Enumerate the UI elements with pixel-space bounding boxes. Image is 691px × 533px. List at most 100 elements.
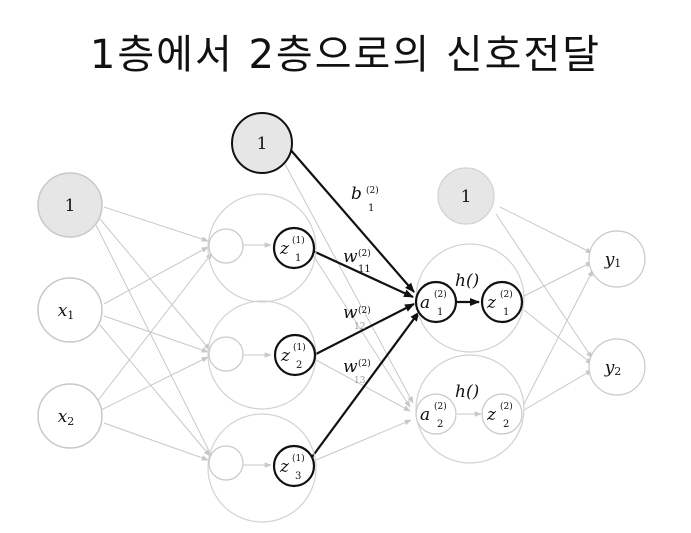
hidden-node-1: z (1) 1 — [207, 193, 317, 303]
z-sup: (1) — [292, 453, 305, 464]
weight-label-w11: w (2) 11 — [343, 247, 371, 275]
svg-text:(2): (2) — [366, 185, 379, 196]
inactive-edges — [95, 163, 594, 468]
z-sup: (2) — [500, 289, 513, 300]
edge-l0-x1-n2 — [103, 315, 209, 353]
x1-sub: 1 — [67, 309, 74, 322]
z-label: z — [279, 457, 290, 477]
a-label: a — [420, 405, 430, 425]
svg-text:w: w — [343, 303, 358, 323]
y2-base: y — [604, 358, 615, 378]
edge-bias-to-a1 — [288, 147, 415, 293]
a-sub: 2 — [437, 419, 443, 430]
a-node — [414, 280, 458, 324]
edge-z22-y1 — [523, 269, 594, 405]
z-node — [273, 333, 317, 377]
edge-l0-x1-n3 — [99, 324, 211, 457]
hidden-node-2: z (1) 2 — [207, 300, 317, 410]
svg-text:y1: y1 — [604, 250, 622, 270]
edge-l0-x2-n2 — [100, 356, 209, 411]
z-label: z — [486, 293, 497, 313]
y2-sub: 2 — [614, 365, 621, 378]
z-label: z — [280, 346, 291, 366]
bias-node-layer1: 1 — [231, 112, 293, 174]
weight-labels: b (2) 1 w (2) 11 w (2) 12 w (2) 13 — [343, 184, 379, 386]
weight-label-w13: w (2) 13 — [343, 357, 371, 386]
z-sup: (1) — [293, 342, 306, 353]
output-layer: y1 y2 — [588, 230, 646, 396]
input-node-x1: x1 — [37, 277, 103, 343]
edge-z3-to-a2 — [315, 419, 412, 461]
weight-label-w12: w (2) 12 — [343, 303, 371, 332]
hidden-node-3: z (1) 3 — [207, 413, 317, 523]
z-sup: (1) — [292, 235, 305, 246]
z-sub: 2 — [296, 360, 302, 371]
z-label: z — [279, 239, 290, 259]
z-sub: 2 — [503, 419, 509, 430]
edge-z13-to-a1 — [311, 311, 420, 458]
z-node — [272, 444, 316, 488]
svg-text:13: 13 — [354, 376, 366, 386]
svg-text:12: 12 — [354, 322, 365, 332]
bias-label: 1 — [257, 134, 268, 154]
edge-l0-x2-n1 — [95, 252, 213, 404]
edge-l0-x1-n1 — [103, 246, 209, 305]
layer-0: 1 x1 x2 — [37, 172, 103, 449]
svg-text:11: 11 — [358, 264, 371, 275]
edge-z11-to-a1 — [312, 250, 414, 298]
edge-z2-to-a2 — [315, 359, 411, 412]
y1-sub: 1 — [614, 257, 621, 270]
a-sub: 1 — [437, 307, 443, 318]
z-sub: 3 — [295, 471, 301, 482]
z-node — [272, 226, 316, 270]
edge-l0-bias-n3 — [95, 224, 214, 460]
edge-z21-y1 — [523, 261, 593, 297]
x1-base: x — [58, 301, 68, 321]
activation-input-circle — [208, 445, 244, 481]
svg-text:w: w — [343, 247, 358, 267]
svg-text:x1: x1 — [58, 301, 75, 322]
z-sub: 1 — [295, 253, 301, 264]
layer-1: 1 z (1) 1 z (1) 2 — [207, 112, 317, 523]
svg-text:1: 1 — [368, 203, 374, 214]
a-label: a — [420, 293, 430, 313]
bias-node-layer0: 1 — [37, 172, 103, 238]
edge-z22-y2 — [523, 369, 593, 411]
edge-b-to-a2 — [284, 163, 414, 404]
svg-text:w: w — [343, 357, 358, 377]
z-node — [481, 393, 523, 435]
bias-label: 1 — [65, 196, 76, 216]
svg-text:(2): (2) — [358, 358, 371, 369]
active-edges — [288, 147, 480, 458]
edge-l0-x2-n3 — [103, 422, 209, 461]
z-node — [480, 280, 524, 324]
edge-z12-to-a1 — [315, 303, 415, 355]
a-sup: (2) — [434, 289, 447, 300]
svg-text:(2): (2) — [358, 305, 371, 316]
x2-sub: 2 — [67, 415, 74, 428]
z-label: z — [486, 405, 497, 425]
edge-l0-bias-n2 — [99, 218, 211, 351]
svg-text:x2: x2 — [58, 407, 75, 428]
a-sup: (2) — [434, 401, 447, 412]
x2-base: x — [58, 407, 68, 427]
svg-text:y2: y2 — [604, 358, 622, 378]
edge-l2-bias-y1 — [499, 206, 593, 254]
activation-function-label: h() — [455, 382, 479, 402]
input-node-x2: x2 — [37, 383, 103, 449]
page-title: 1층에서 2층으로의 신호전달 — [89, 32, 602, 78]
a-node — [415, 393, 457, 435]
activation-input-circle — [208, 228, 244, 264]
svg-text:b: b — [351, 184, 362, 204]
activation-input-circle — [208, 336, 244, 372]
bias-node-layer2: 1 — [437, 167, 495, 225]
y1-base: y — [604, 250, 615, 270]
layer2-node-1: h() a (2) 1 z (2) 1 — [414, 243, 525, 353]
layer2-node-2: h() a (2) 2 z (2) 2 — [415, 354, 525, 464]
svg-text:(2): (2) — [358, 248, 371, 259]
z-sup: (2) — [500, 401, 513, 412]
edge-l0-bias-n1 — [103, 206, 209, 242]
layer-2: 1 h() a (2) 1 z (2) 1 h() a (2) 2 z (2) … — [414, 167, 525, 464]
bias-weight-label: b (2) 1 — [351, 184, 379, 214]
